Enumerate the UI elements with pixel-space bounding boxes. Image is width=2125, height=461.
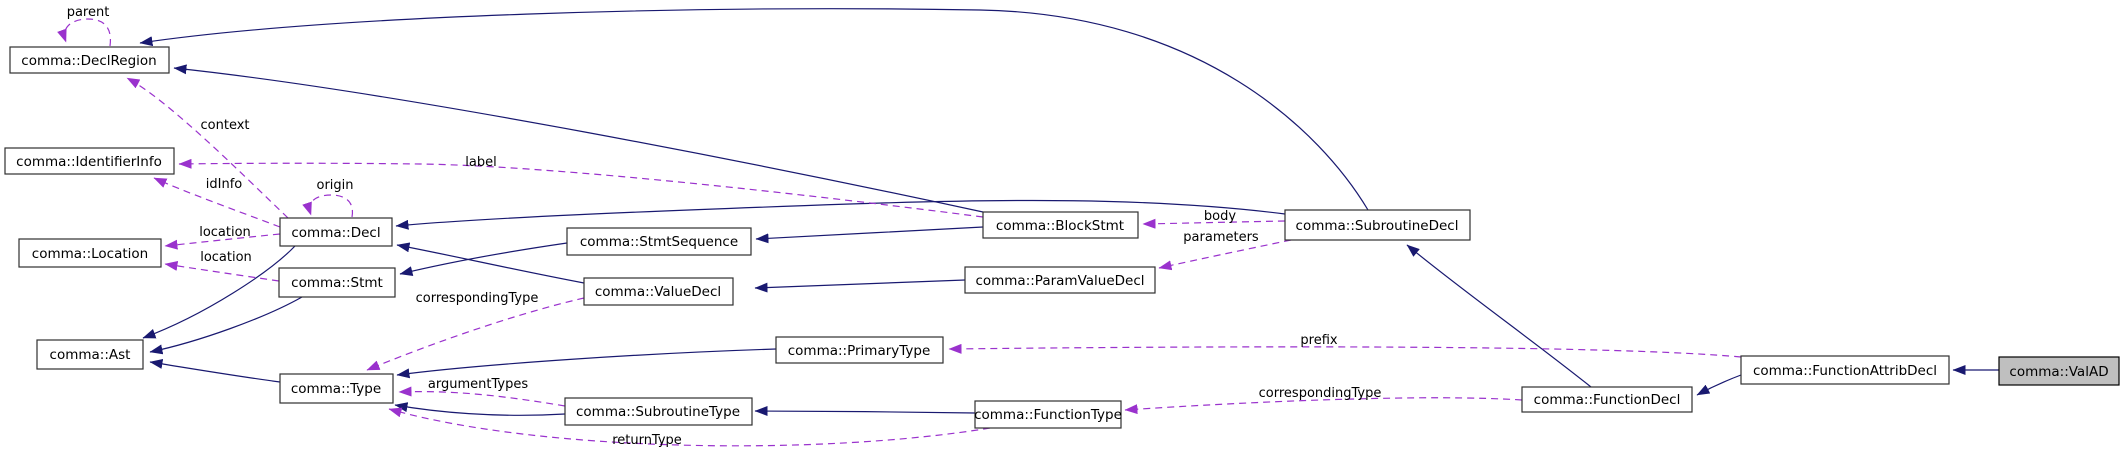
inheritance-edge-functionattribdecl-to-functiondecl bbox=[1696, 374, 1742, 396]
edge-label-idinfo: idInfo bbox=[206, 177, 243, 192]
class-node-comma-valad[interactable]: comma::ValAD bbox=[1998, 356, 2120, 386]
edge-label-argumenttypes: argumentTypes bbox=[428, 377, 528, 392]
class-label: comma::Type bbox=[291, 381, 381, 397]
usage-edge-decl-context-declregion bbox=[126, 77, 289, 219]
class-label: comma::FunctionAttribDecl bbox=[1753, 363, 1937, 379]
usage-edge-blockstmt-label-identifierinfo bbox=[178, 158, 984, 218]
class-label: comma::Location bbox=[32, 246, 148, 262]
class-node-comma-decl[interactable]: comma::Decl bbox=[279, 217, 393, 247]
edge-label-location-decl: location bbox=[199, 225, 251, 240]
edge-label-parent: parent bbox=[67, 5, 110, 20]
inheritance-edge-functiontype-to-subroutinetype bbox=[754, 406, 976, 417]
edge-label-parameters: parameters bbox=[1183, 230, 1259, 245]
class-node-comma-paramvaluedecl[interactable]: comma::ParamValueDecl bbox=[964, 266, 1156, 294]
class-node-comma-functiontype[interactable]: comma::FunctionType bbox=[974, 400, 1122, 429]
class-label: comma::ValAD bbox=[2009, 364, 2108, 380]
class-label: comma::PrimaryType bbox=[788, 343, 931, 359]
class-box bbox=[775, 336, 944, 364]
class-node-comma-identifierinfo[interactable]: comma::IdentifierInfo bbox=[4, 147, 175, 175]
usage-edge-functionattribdecl-prefix-primarytype bbox=[948, 343, 1742, 358]
class-label: comma::Stmt bbox=[291, 275, 383, 291]
class-label: comma::ValueDecl bbox=[595, 284, 721, 300]
usage-edge-functiondecl-correspondingtype-functiontype bbox=[1124, 397, 1523, 415]
class-box bbox=[4, 147, 175, 175]
class-box bbox=[974, 400, 1122, 429]
class-box bbox=[18, 238, 162, 268]
class-label: comma::FunctionDecl bbox=[1534, 392, 1681, 408]
usage-edge-decl-idinfo-identifierinfo bbox=[153, 177, 281, 228]
class-box bbox=[583, 277, 734, 306]
class-label: comma::SubroutineType bbox=[576, 404, 740, 420]
class-node-comma-stmt[interactable]: comma::Stmt bbox=[278, 267, 396, 298]
class-node-comma-declregion[interactable]: comma::DeclRegion bbox=[9, 46, 170, 74]
class-box bbox=[982, 211, 1139, 239]
inheritance-edge-blockstmt-to-stmtsequence bbox=[755, 226, 984, 244]
class-box bbox=[566, 227, 752, 256]
class-label: comma::IdentifierInfo bbox=[16, 154, 162, 170]
class-box bbox=[964, 266, 1156, 294]
edge-label-prefix: prefix bbox=[1300, 333, 1337, 348]
usage-edge-decl-origin-self bbox=[302, 194, 354, 218]
edge-label-correspondingtype-left: correspondingType bbox=[416, 291, 539, 306]
class-node-comma-primarytype[interactable]: comma::PrimaryType bbox=[775, 336, 944, 364]
class-node-comma-location[interactable]: comma::Location bbox=[18, 238, 162, 268]
class-node-comma-valuedecl[interactable]: comma::ValueDecl bbox=[583, 277, 734, 306]
edge-label-correspondingtype-right: correspondingType bbox=[1259, 386, 1382, 401]
inheritance-edge-stmtsequence-to-stmt bbox=[399, 242, 568, 276]
usage-edge-declregion-parent-self bbox=[57, 18, 112, 47]
inheritance-edge-valuedecl-to-decl bbox=[396, 242, 585, 284]
class-box bbox=[279, 373, 394, 404]
class-label: comma::BlockStmt bbox=[996, 218, 1124, 234]
usage-edge-subroutinedecl-parameters-paramvaluedecl bbox=[1158, 239, 1292, 271]
inheritance-edge-blockstmt-to-declregion bbox=[173, 64, 984, 213]
class-label: comma::FunctionType bbox=[974, 407, 1122, 423]
class-box bbox=[1998, 356, 2120, 386]
usage-edge-subroutinedecl-body-blockstmt bbox=[1142, 218, 1286, 229]
edge-label-label: label bbox=[465, 155, 496, 170]
usage-edge-decl-location-location bbox=[164, 233, 281, 250]
class-node-comma-functionattribdecl[interactable]: comma::FunctionAttribDecl bbox=[1740, 355, 1950, 385]
class-node-comma-subroutinedecl[interactable]: comma::SubroutineDecl bbox=[1284, 209, 1471, 241]
class-label: comma::ParamValueDecl bbox=[975, 273, 1144, 289]
class-box bbox=[1740, 355, 1950, 385]
class-node-comma-type[interactable]: comma::Type bbox=[279, 373, 394, 404]
class-label: comma::Ast bbox=[50, 347, 131, 363]
class-node-comma-subroutinetype[interactable]: comma::SubroutineType bbox=[564, 397, 753, 426]
class-box bbox=[564, 397, 753, 426]
inheritance-edge-primarytype-to-type bbox=[396, 348, 777, 379]
class-box bbox=[279, 217, 393, 247]
edge-label-origin: origin bbox=[316, 178, 353, 193]
class-label: comma::Decl bbox=[291, 225, 380, 241]
class-box bbox=[1521, 386, 1693, 413]
inheritance-edge-type-to-ast bbox=[149, 359, 281, 383]
edge-label-location-stmt: location bbox=[200, 250, 252, 265]
class-box bbox=[36, 339, 144, 370]
inheritance-edge-decl-to-ast bbox=[142, 245, 296, 339]
class-box bbox=[278, 267, 396, 298]
class-box bbox=[9, 46, 170, 74]
usage-edge-functiontype-returntype-type bbox=[388, 407, 991, 447]
class-label: comma::DeclRegion bbox=[21, 53, 156, 69]
class-node-comma-ast[interactable]: comma::Ast bbox=[36, 339, 144, 370]
class-node-comma-stmtsequence[interactable]: comma::StmtSequence bbox=[566, 227, 752, 256]
class-node-comma-functiondecl[interactable]: comma::FunctionDecl bbox=[1521, 386, 1693, 413]
edge-label-returntype: returnType bbox=[612, 433, 682, 448]
usage-edge-stmt-location-location bbox=[164, 260, 280, 282]
usage-edge-valuedecl-correspondingtype-type bbox=[366, 297, 585, 371]
class-label: comma::StmtSequence bbox=[580, 234, 738, 250]
class-label: comma::SubroutineDecl bbox=[1296, 218, 1459, 234]
inheritance-edge-paramvaluedecl-to-valuedecl bbox=[754, 279, 966, 293]
inheritance-edge-stmt-to-ast bbox=[149, 296, 303, 355]
inheritance-edge-subroutinetype-to-type bbox=[394, 402, 566, 416]
inheritance-edge-subroutinedecl-to-declregion bbox=[139, 8, 1369, 211]
inheritance-edge-subroutinedecl-to-decl bbox=[395, 199, 1286, 230]
inheritance-edge-functiondecl-to-subroutinedecl bbox=[1406, 244, 1592, 388]
usage-edge-subroutinetype-argumenttypes-type bbox=[398, 386, 566, 407]
edge-label-context: context bbox=[201, 118, 250, 133]
edge-label-body: body bbox=[1204, 209, 1236, 224]
class-node-comma-blockstmt[interactable]: comma::BlockStmt bbox=[982, 211, 1139, 239]
class-box bbox=[1284, 209, 1471, 241]
